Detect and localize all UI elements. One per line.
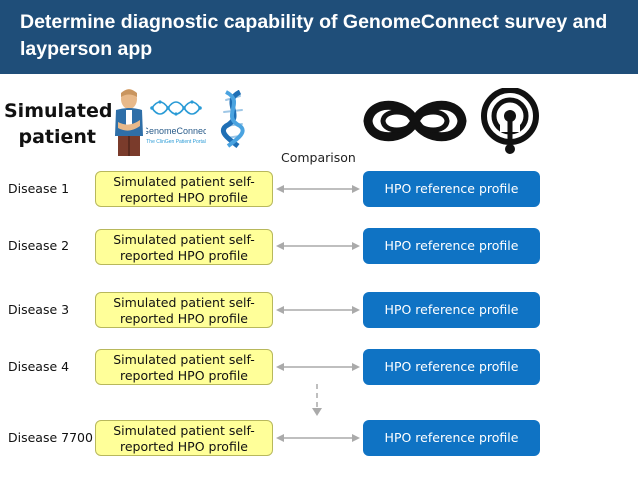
double-arrow-3 xyxy=(276,306,360,314)
double-arrow-7700 xyxy=(276,434,360,442)
infinity-logo-icon xyxy=(363,100,467,142)
patient-profile-box-3: Simulated patient self-reported HPO prof… xyxy=(95,292,273,328)
reference-profile-box-1: HPO reference profile xyxy=(363,171,540,207)
slide-header: Determine diagnostic capability of Genom… xyxy=(0,0,638,74)
reference-profile-box-3: HPO reference profile xyxy=(363,292,540,328)
reference-profile-box-4: HPO reference profile xyxy=(363,349,540,385)
dna-helix-icon xyxy=(220,90,245,148)
reference-profile-box-2: HPO reference profile xyxy=(363,228,540,264)
double-arrow-2 xyxy=(276,242,360,250)
reference-profile-box-7700: HPO reference profile xyxy=(363,420,540,456)
continuation-dashed-arrow xyxy=(312,384,322,416)
comparison-label: Comparison xyxy=(281,150,356,165)
disease-label-1: Disease 1 xyxy=(8,181,70,196)
disease-label-4: Disease 4 xyxy=(8,359,70,374)
slide-title: Determine diagnostic capability of Genom… xyxy=(20,11,608,60)
patient-profile-box-1: Simulated patient self-reported HPO prof… xyxy=(95,171,273,207)
double-arrow-1 xyxy=(276,185,360,193)
double-arrow-4 xyxy=(276,363,360,371)
genomeconnect-logo: GenomeConnect The ClinGen Patient Portal xyxy=(146,100,206,145)
patient-profile-box-7700: Simulated patient self-reported HPO prof… xyxy=(95,420,273,456)
patient-profile-box-4: Simulated patient self-reported HPO prof… xyxy=(95,349,273,385)
disease-label-3: Disease 3 xyxy=(8,302,70,317)
disease-label-2: Disease 2 xyxy=(8,238,70,253)
genomeconnect-brand: GenomeConnect xyxy=(146,126,206,136)
patient-profile-box-2: Simulated patient self-reported HPO prof… xyxy=(95,229,273,265)
person-icon xyxy=(115,89,143,156)
simulated-patient-label: Simulated patient xyxy=(4,100,113,148)
disease-label-7700: Disease 7700 xyxy=(8,430,93,445)
genomeconnect-tagline: The ClinGen Patient Portal xyxy=(146,139,205,145)
app-signal-icon xyxy=(481,88,539,154)
